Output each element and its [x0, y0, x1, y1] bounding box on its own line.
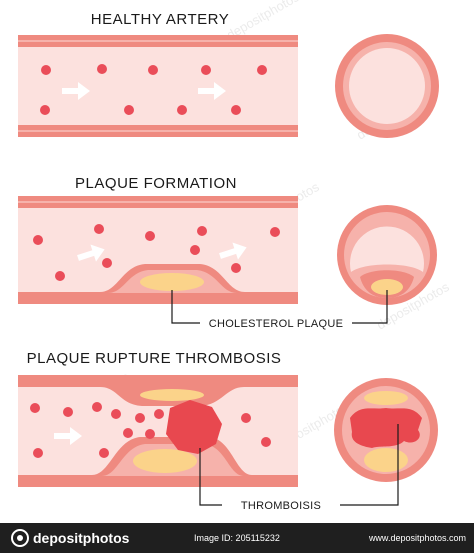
blood-cell — [102, 258, 112, 268]
healthy-blood-cells — [40, 64, 267, 115]
healthy-artery-title: HEALTHY ARTERY — [91, 11, 229, 28]
blood-cell — [92, 402, 102, 412]
cross-section-lumen — [349, 48, 425, 124]
plaque-rupture-cross-section — [334, 378, 438, 482]
thrombosis-callout: THROMBOISIS — [199, 424, 399, 512]
blood-cell — [201, 65, 211, 75]
blood-cell — [55, 271, 65, 281]
blood-cell — [40, 105, 50, 115]
plaque-rupture-title: PLAQUE RUPTURE THROMBOSIS — [27, 350, 282, 367]
blood-cell — [145, 231, 155, 241]
footer-bar: depositphotos Image ID: 205115232 www.de… — [0, 523, 474, 553]
blood-cell — [33, 235, 43, 245]
cross-section-plaque — [364, 448, 408, 472]
plaque-formation-title: PLAQUE FORMATION — [75, 175, 237, 192]
formation-blood-cells — [33, 224, 280, 281]
blood-clot — [166, 400, 222, 454]
plaque-rupture-vessel — [18, 375, 298, 487]
blood-cell — [33, 448, 43, 458]
thrombosis-label: THROMBOISIS — [241, 500, 321, 512]
cross-section-top-plaque — [364, 391, 408, 405]
footer-background — [0, 523, 474, 553]
vessel-wall-top — [18, 375, 298, 387]
plaque-formation-vessel — [18, 196, 298, 304]
cholesterol-plaque — [133, 449, 197, 473]
cross-section-plaque — [371, 279, 403, 295]
blood-cell — [123, 428, 133, 438]
callout-line — [199, 448, 222, 506]
blood-cell — [190, 245, 200, 255]
blood-cell — [145, 429, 155, 439]
blood-cell — [197, 226, 207, 236]
blood-cell — [135, 413, 145, 423]
blood-cell — [63, 407, 73, 417]
blood-cell — [261, 437, 271, 447]
cholesterol-plaque — [140, 273, 204, 291]
blood-cell — [231, 263, 241, 273]
depositphotos-logo-dot — [17, 535, 23, 541]
blood-cell — [97, 64, 107, 74]
blood-cell — [94, 224, 104, 234]
healthy-artery-cross-section — [335, 34, 439, 138]
callout-line — [340, 424, 399, 506]
footer-url: www.depositphotos.com — [368, 533, 466, 543]
footer-logo-text: depositphotos — [33, 530, 130, 546]
cross-section-lumen — [350, 226, 424, 272]
callout-line — [171, 290, 200, 324]
footer-image-id: Image ID: 205115232 — [194, 533, 280, 543]
blood-cell — [257, 65, 267, 75]
blood-cell — [148, 65, 158, 75]
blood-cell — [241, 413, 251, 423]
blood-cell — [30, 403, 40, 413]
blood-cell — [270, 227, 280, 237]
callout-line — [352, 290, 388, 324]
depositphotos-logo-icon — [11, 529, 29, 547]
cross-section-clot — [350, 408, 422, 448]
blood-cell — [41, 65, 51, 75]
blood-cell — [124, 105, 134, 115]
healthy-artery-vessel — [18, 35, 298, 137]
plaque-formation-cross-section — [337, 205, 437, 305]
rupture-blood-cells — [30, 402, 271, 458]
blood-cell — [154, 409, 164, 419]
vessel-lumen — [18, 47, 298, 125]
top-plaque — [140, 389, 204, 401]
cholesterol-plaque-label: CHOLESTEROL PLAQUE — [209, 318, 344, 330]
blood-cell — [177, 105, 187, 115]
blood-cell — [99, 448, 109, 458]
blood-cell — [111, 409, 121, 419]
cholesterol-plaque-callout: CHOLESTEROL PLAQUE — [171, 290, 388, 330]
blood-cell — [231, 105, 241, 115]
